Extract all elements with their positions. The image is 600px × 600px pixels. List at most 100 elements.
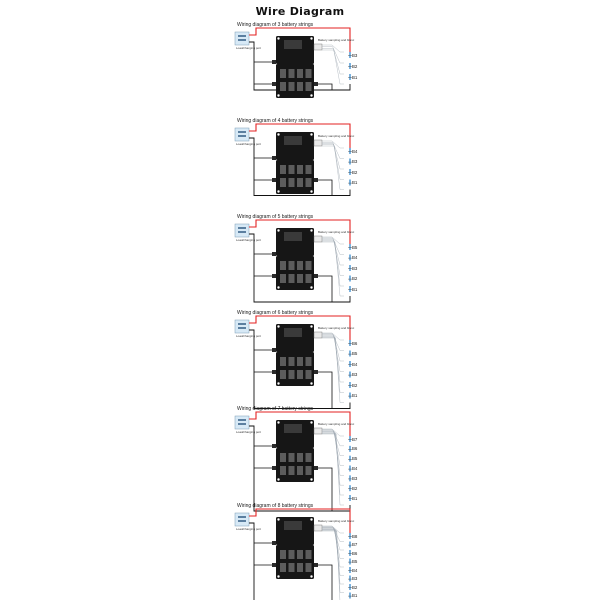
balance-wire <box>322 429 344 447</box>
mounting-hole <box>277 190 280 193</box>
balance-wire <box>322 527 344 551</box>
cell-label: B1 <box>352 180 358 185</box>
diagram-heading: Wiring diagram of 3 battery strings <box>237 22 314 28</box>
load-box-mark <box>238 423 246 425</box>
balance-wire <box>322 530 344 593</box>
load-charging-port-label: Load/charging port <box>236 46 262 50</box>
cell-label: B1 <box>352 495 358 501</box>
balancing-wire-label: Battery sampling and blanc <box>318 134 355 138</box>
bms-chip <box>284 424 302 433</box>
terminal-stud <box>272 156 276 160</box>
cell-label: B5 <box>352 351 358 356</box>
balance-connector <box>313 43 323 51</box>
cell-label: B2 <box>352 485 358 491</box>
positive-wire <box>249 508 351 533</box>
mosfet <box>280 69 286 78</box>
load-box-mark <box>238 135 246 137</box>
negative-wire <box>249 522 255 600</box>
negative-wire <box>249 233 351 303</box>
load-box <box>234 223 250 238</box>
cell-label: B5 <box>352 456 358 462</box>
terminal-stud <box>314 563 318 567</box>
mosfet <box>297 357 303 366</box>
board-lead <box>254 253 276 277</box>
terminal-stud <box>314 466 318 470</box>
bms-chip <box>284 136 302 145</box>
page-title: Wire Diagram <box>255 5 345 18</box>
load-box-mark <box>238 131 246 133</box>
mosfet <box>297 550 303 559</box>
cell-label: B1 <box>352 286 358 292</box>
mounting-hole <box>277 518 280 521</box>
mosfet <box>305 274 312 283</box>
load-box-mark <box>238 419 246 421</box>
balancing-wire-label: Battery sampling and blanc <box>318 519 355 523</box>
mosfet <box>280 563 286 572</box>
cell-label: B6 <box>352 340 358 346</box>
mosfet <box>288 69 295 78</box>
terminal-stud <box>272 348 276 352</box>
negative-wire <box>249 329 351 409</box>
mounting-hole <box>310 382 313 385</box>
wiring-schematic <box>234 123 352 196</box>
balance-wire <box>322 239 344 276</box>
balancing-wire-label: Battery sampling and blanc <box>318 38 355 42</box>
cell-label: B3 <box>352 159 358 164</box>
pack-negative-wire <box>318 371 333 409</box>
mosfet <box>297 563 303 572</box>
mounting-hole <box>310 286 313 289</box>
cell-label: B6 <box>352 550 358 556</box>
positive-wire <box>249 411 351 436</box>
load-box <box>234 415 250 430</box>
load-box <box>234 512 250 527</box>
wiring-schematic <box>234 315 352 409</box>
mounting-hole <box>277 133 280 136</box>
wiring-schematic <box>234 508 352 600</box>
balance-wire <box>322 335 344 372</box>
negative-wire <box>249 137 351 196</box>
cell-label: B2 <box>352 63 358 69</box>
load-charging-port-label: Load/charging port <box>236 430 262 434</box>
balancing-wire-label: Battery sampling and blanc <box>318 422 355 426</box>
cell-label: B4 <box>352 567 358 573</box>
balance-wire <box>322 530 341 600</box>
mosfet <box>288 274 295 283</box>
diagram-heading: Wiring diagram of 6 battery strings <box>237 310 314 316</box>
balance-wire <box>322 432 344 486</box>
terminal-stud <box>272 444 276 448</box>
mosfet <box>288 466 295 475</box>
cell-label: B2 <box>352 584 358 590</box>
wiring-schematic <box>234 27 352 98</box>
load-charging-port-label: Load/charging port <box>236 238 262 242</box>
terminal-stud <box>314 370 318 374</box>
terminal-stud <box>272 541 276 545</box>
balance-wire <box>322 428 344 437</box>
mosfet <box>297 370 303 379</box>
balance-wire <box>322 236 344 245</box>
diagram-heading: Wiring diagram of 4 battery strings <box>237 118 314 124</box>
balance-wire <box>322 332 344 341</box>
pack-negative-wire <box>318 564 333 600</box>
terminal-stud <box>272 178 276 182</box>
positive-wire <box>249 315 351 340</box>
mosfet <box>305 550 312 559</box>
load-box-mark <box>238 231 246 233</box>
mounting-hole <box>277 94 280 97</box>
mosfet <box>280 165 286 174</box>
board-lead <box>254 542 276 566</box>
terminal-stud <box>272 60 276 64</box>
balance-wire <box>322 337 344 403</box>
balance-wire <box>322 525 344 534</box>
mosfet <box>288 261 295 270</box>
mosfet <box>305 82 312 91</box>
balance-wire <box>322 142 344 159</box>
terminal-stud <box>272 82 276 86</box>
mounting-hole <box>277 575 280 578</box>
cell-label: B6 <box>352 446 358 452</box>
pack-negative-wire <box>318 179 333 196</box>
mosfet <box>288 178 295 187</box>
balance-wire <box>322 528 344 568</box>
